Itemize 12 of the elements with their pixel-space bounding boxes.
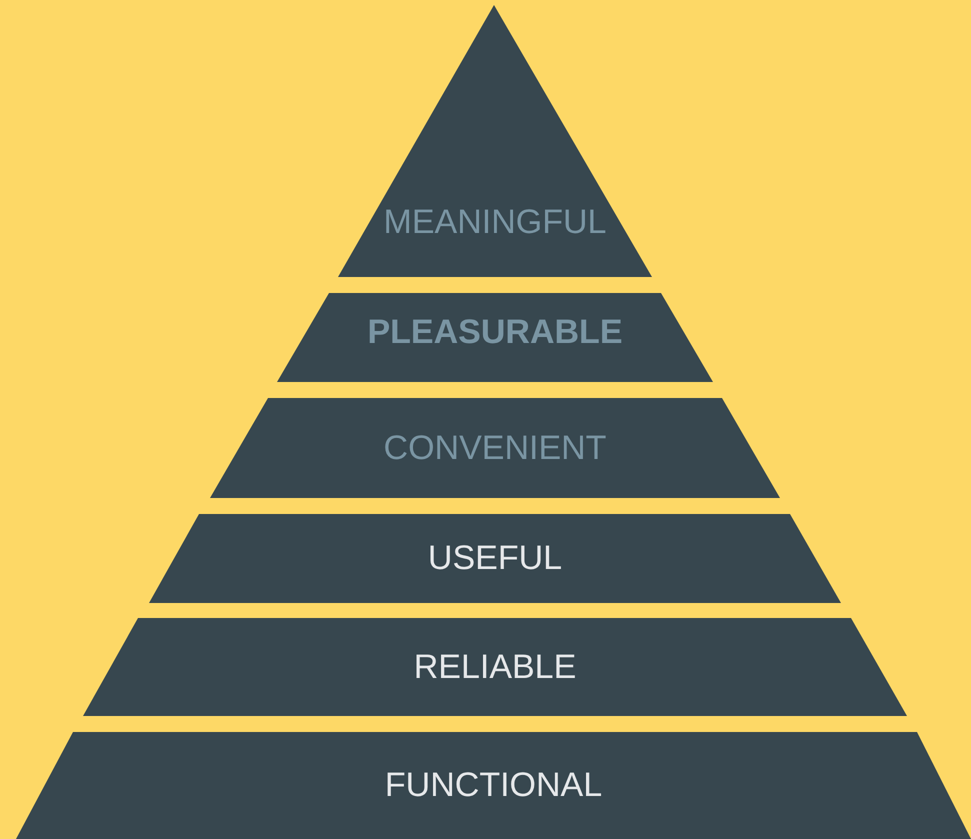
tier-label: PLEASURABLE	[367, 312, 623, 352]
tier-label: CONVENIENT	[384, 428, 606, 468]
pyramid-tier	[149, 514, 841, 603]
pyramid-tier	[83, 618, 907, 716]
tier-label: FUNCTIONAL	[384, 765, 602, 805]
pyramid-tier	[210, 398, 780, 498]
tier-label: USEFUL	[428, 538, 562, 578]
tier-label: RELIABLE	[414, 647, 576, 687]
pyramid-tier	[16, 732, 971, 839]
tier-label: MEANINGFUL	[384, 202, 606, 242]
pyramid-tier	[277, 293, 713, 382]
pyramid-top-triangle	[338, 5, 652, 277]
